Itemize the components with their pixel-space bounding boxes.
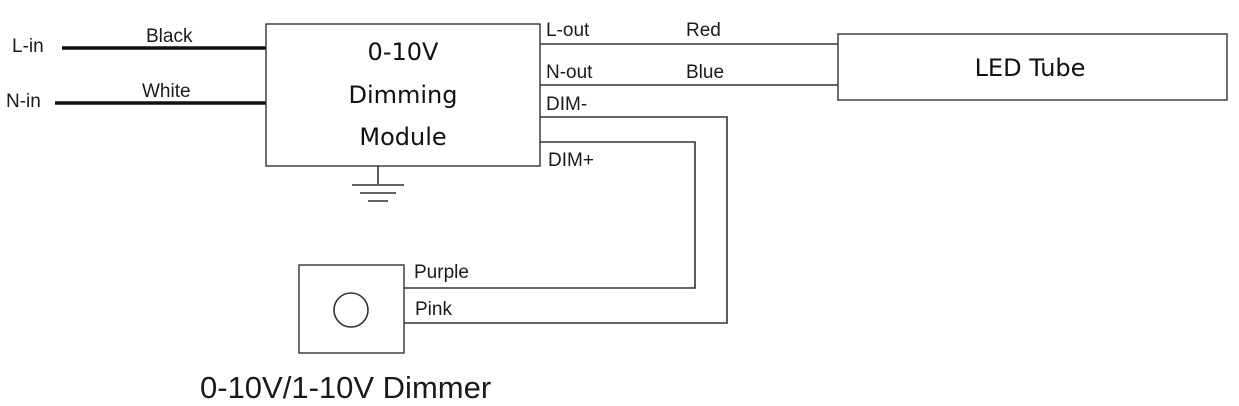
black-wire-label: Black [146,26,193,47]
dim-minus-label: DIM- [546,94,587,115]
red-wire-label: Red [686,20,721,41]
white-wire-label: White [142,81,191,102]
dimmer-knob-icon [333,292,369,328]
l-out-label: L-out [546,20,590,41]
dim-minus-wire [404,116,728,324]
pink-wire-label: Pink [415,299,452,320]
dim-plus-label: DIM+ [548,150,594,171]
l-in-label: L-in [12,36,44,57]
n-in-label: N-in [6,91,41,112]
purple-wire-label: Purple [414,262,469,283]
n-out-label: N-out [546,62,593,83]
blue-wire-label: Blue [686,62,724,83]
module-title-line2: Dimming [348,81,457,109]
led-tube-box [837,33,1228,101]
dimming-module-box [265,23,541,167]
led-tube-label: LED Tube [975,54,1086,82]
module-title-line1: 0-10V [368,38,439,66]
dim-plus-wire [404,141,696,289]
module-title-line3: Module [359,123,446,151]
dimmer-caption: 0-10V/1-10V Dimmer [200,370,491,405]
ground-icon [352,166,404,202]
dimmer-box [298,264,405,354]
